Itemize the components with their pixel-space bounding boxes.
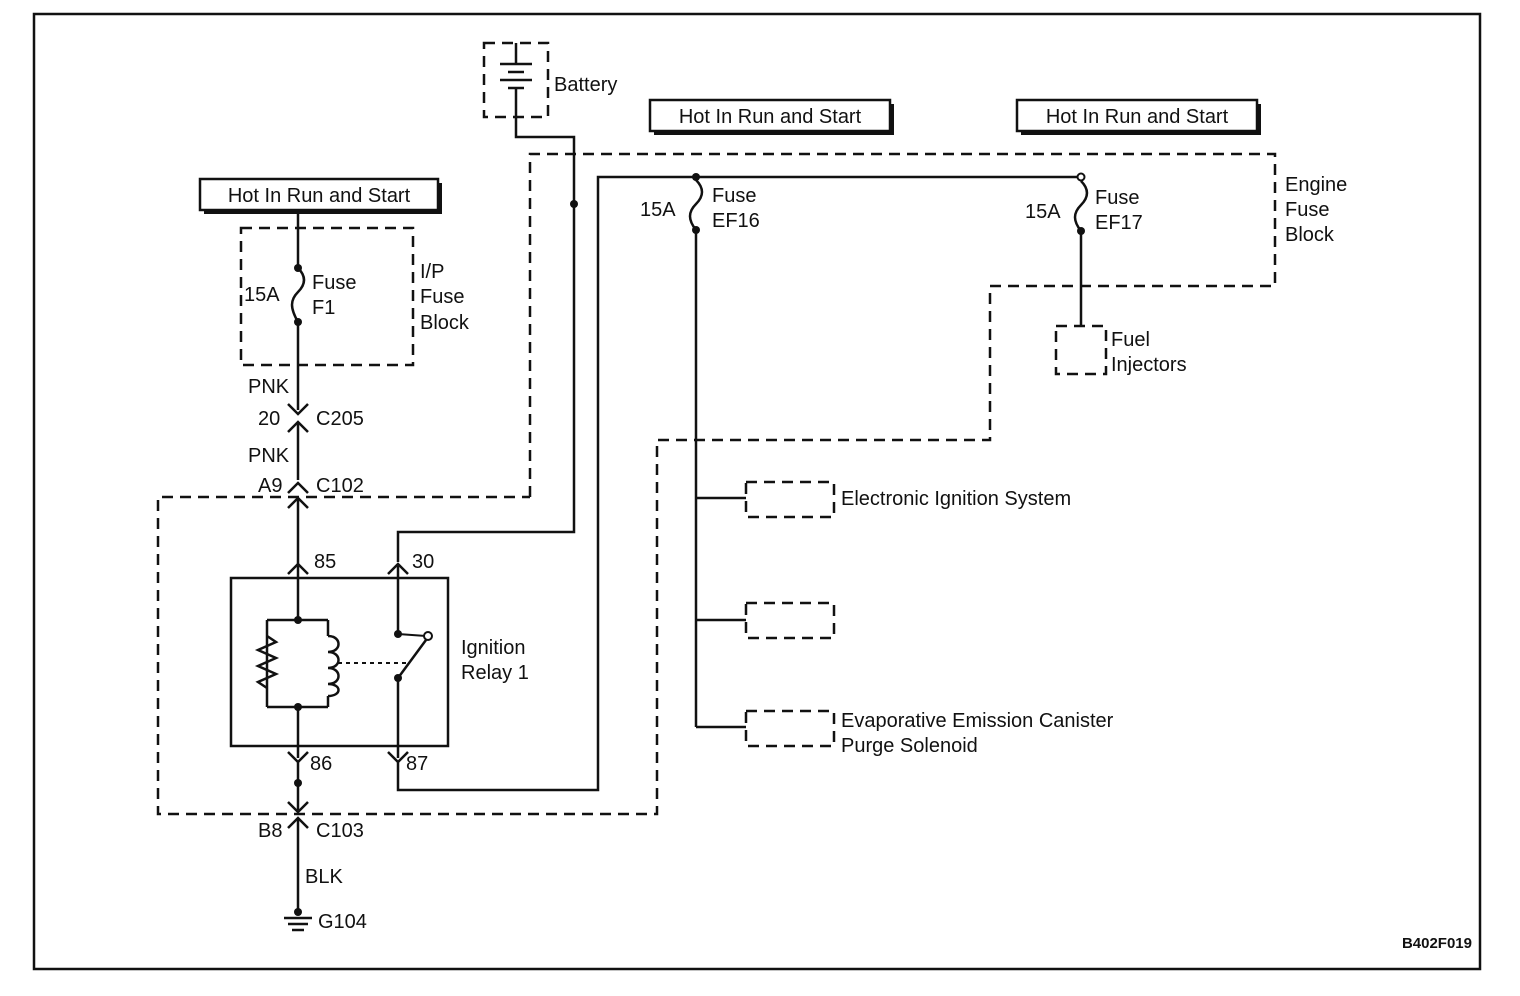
fuse-f1-id: F1 — [312, 297, 335, 319]
load-electronic-ignition-label: Electronic Ignition System — [841, 488, 1071, 510]
load-unlabeled-box — [744, 601, 836, 640]
diagram-frame — [32, 12, 1482, 971]
connector-c102-pin: A9 — [258, 475, 282, 497]
ground-symbol — [284, 916, 312, 932]
wire-color-blk: BLK — [305, 866, 343, 888]
connector-c103-id: C103 — [316, 820, 364, 842]
ignition-relay-label-1: Ignition — [461, 637, 526, 659]
ip-fuse-block-label-1: I/P — [420, 261, 444, 283]
svg-text:86: 86 — [310, 753, 332, 775]
svg-text:Hot In Run and Start: Hot In Run and Start — [1046, 106, 1229, 128]
splice-dot — [570, 200, 578, 208]
svg-text:85: 85 — [314, 551, 336, 573]
ignition-relay-box — [229, 576, 450, 748]
load-evap-box — [744, 709, 836, 748]
fuse-ef17-id: EF17 — [1095, 212, 1143, 234]
relay-pin-30: 30 — [387, 551, 434, 575]
fuse-ef16-id: EF16 — [712, 210, 760, 232]
fuse-f1-word: Fuse — [312, 272, 356, 294]
power-label-left: Hot In Run and Start — [198, 177, 442, 214]
fuse-ef16-symbol — [688, 179, 704, 234]
svg-text:Hot In Run and Start: Hot In Run and Start — [228, 185, 411, 207]
relay-pin-85: 85 — [287, 551, 336, 575]
fuse-ef17-word: Fuse — [1095, 187, 1139, 209]
connector-c103-pin: B8 — [258, 820, 282, 842]
relay-switch-arm — [396, 639, 428, 679]
battery-feed-wire — [396, 117, 576, 562]
fuse-f1-symbol — [290, 264, 306, 326]
connector-c205-id: C205 — [316, 408, 364, 430]
load-evap-label-1: Evaporative Emission Canister — [841, 710, 1114, 732]
ip-fuse-block-label-3: Block — [420, 312, 470, 334]
engine-fuse-block-label-3: Block — [1285, 224, 1335, 246]
connector-c102-id: C102 — [316, 475, 364, 497]
relay-pin-86: 86 — [287, 751, 332, 775]
relay-coil-symbol — [327, 634, 340, 698]
power-label-right: Hot In Run and Start — [1015, 98, 1261, 135]
engine-fuse-block-outline — [156, 152, 1277, 816]
svg-text:Hot In Run and Start: Hot In Run and Start — [679, 106, 862, 128]
battery-symbol — [482, 41, 550, 119]
fuse-ef17-symbol — [1073, 180, 1089, 235]
svg-text:30: 30 — [412, 551, 434, 573]
battery-label: Battery — [554, 74, 617, 96]
ip-fuse-block-label-2: Fuse — [420, 286, 464, 308]
load-fuel-injectors-label-1: Fuel — [1111, 329, 1150, 351]
connector-c205-pin: 20 — [258, 408, 280, 430]
fuse-ef17-rating: 15A — [1025, 201, 1061, 223]
fuse-f1-rating: 15A — [244, 284, 280, 306]
load-evap-label-2: Purge Solenoid — [841, 735, 978, 757]
wire-color-pnk-lower: PNK — [248, 445, 290, 467]
relay-pin-87: 87 — [387, 751, 428, 775]
wire-color-pnk-upper: PNK — [248, 376, 290, 398]
load-electronic-ignition-box — [744, 480, 836, 519]
power-label-middle: Hot In Run and Start — [648, 98, 894, 135]
load-fuel-injectors-box — [1054, 324, 1108, 376]
load-fuel-injectors-label-2: Injectors — [1111, 354, 1187, 376]
relay-output-wire — [396, 175, 1081, 792]
ignition-relay-label-2: Relay 1 — [461, 662, 529, 684]
relay-resistor-symbol — [254, 634, 280, 690]
ground-id: G104 — [318, 911, 367, 933]
svg-text:87: 87 — [406, 753, 428, 775]
fuse-ef16-word: Fuse — [712, 185, 756, 207]
ip-fuse-block-outline — [239, 226, 415, 367]
engine-fuse-block-label-1: Engine — [1285, 174, 1347, 196]
figure-code: B402F019 — [1402, 935, 1472, 952]
engine-fuse-block-label-2: Fuse — [1285, 199, 1329, 221]
fuse-ef16-rating: 15A — [640, 199, 676, 221]
